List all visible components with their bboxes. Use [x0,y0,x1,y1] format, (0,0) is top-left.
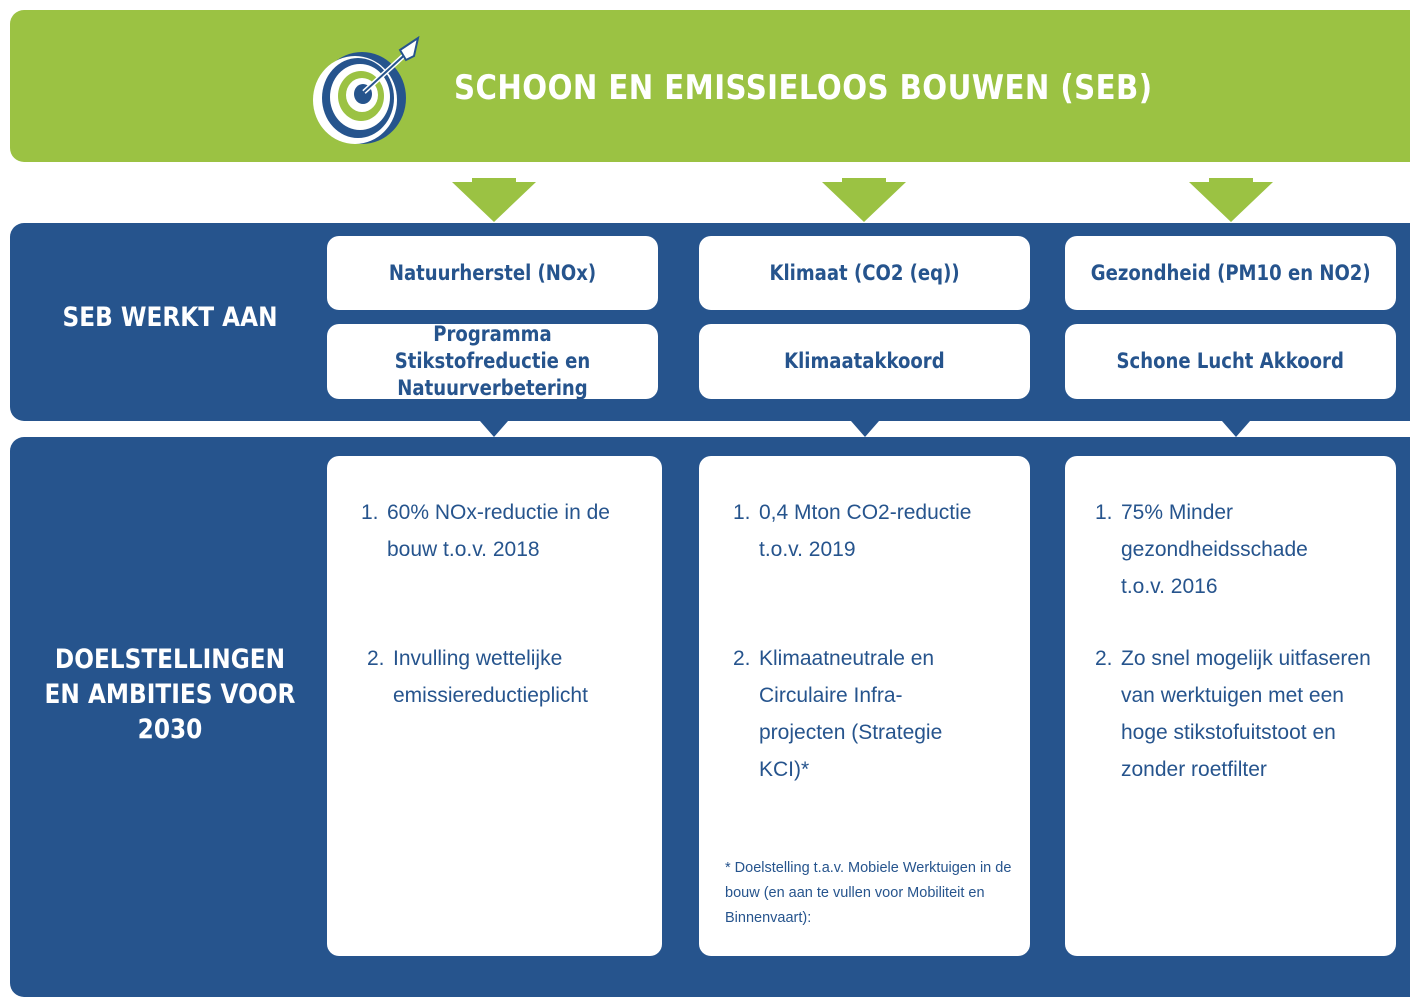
footnote: * Doelstelling t.a.v. Mobiele Werktuigen… [725,860,1012,926]
program-card: Schone Lucht Akkoord [1065,324,1396,399]
program-label: Schone Lucht Akkoord [1116,349,1345,373]
topic-label: Klimaat (CO2 (eq)) [769,260,960,285]
goal-item: 2. Invulling wettelijke emissiereductiep… [367,647,588,707]
program-label: Klimaatakkoord [784,349,945,373]
connector-notch [851,421,879,437]
program-card: Programma Stikstofreductie en Natuurverb… [327,322,658,400]
goal-item: 1. 60% NOx-reductie in de bouw t.o.v. 20… [361,501,610,561]
topic-card: Klimaat (CO2 (eq)) [699,236,1030,310]
connector-notch [480,421,508,437]
header-banner [10,10,1410,162]
goals-label: DOELSTELLINGEN EN AMBITIES VOOR 2030 [44,644,296,745]
goal-item: 1. 75% Minder gezondheidsschade t.o.v. 2… [1095,501,1308,598]
target-with-arrow-icon [313,36,420,144]
goal-card: 1. 60% NOx-reductie in de bouw t.o.v. 20… [327,456,662,956]
arrow-down-icon [452,178,536,222]
arrow-down-icon [822,178,906,222]
topic-label: Natuurherstel (NOx) [388,260,597,285]
page-title: SCHOON EN EMISSIELOOS BOUWEN (SEB) [454,68,1153,108]
works-on-label: SEB WERKT AAN [62,302,278,333]
arrow-down-icon [1189,178,1273,222]
topic-card: Natuurherstel (NOx) [327,236,658,310]
program-card: Klimaatakkoord [699,324,1030,399]
goal-card: 1. 75% Minder gezondheidsschade t.o.v. 2… [1065,456,1396,956]
goal-item: 2. Klimaatneutrale en Circulaire Infra-p… [733,647,943,781]
program-label: Programma Stikstofreductie en Natuurverb… [394,322,591,400]
goal-card: 1. 0,4 Mton CO2-reductie t.o.v. 2019 2. … [699,456,1030,956]
topic-label: Gezondheid (PM10 en NO2) [1090,260,1371,285]
goal-item: 2. Zo snel mogelijk uitfaseren van werkt… [1095,647,1371,781]
goal-item: 1. 0,4 Mton CO2-reductie t.o.v. 2019 [733,501,972,561]
connector-notch [1222,421,1250,437]
topic-card: Gezondheid (PM10 en NO2) [1065,236,1396,310]
